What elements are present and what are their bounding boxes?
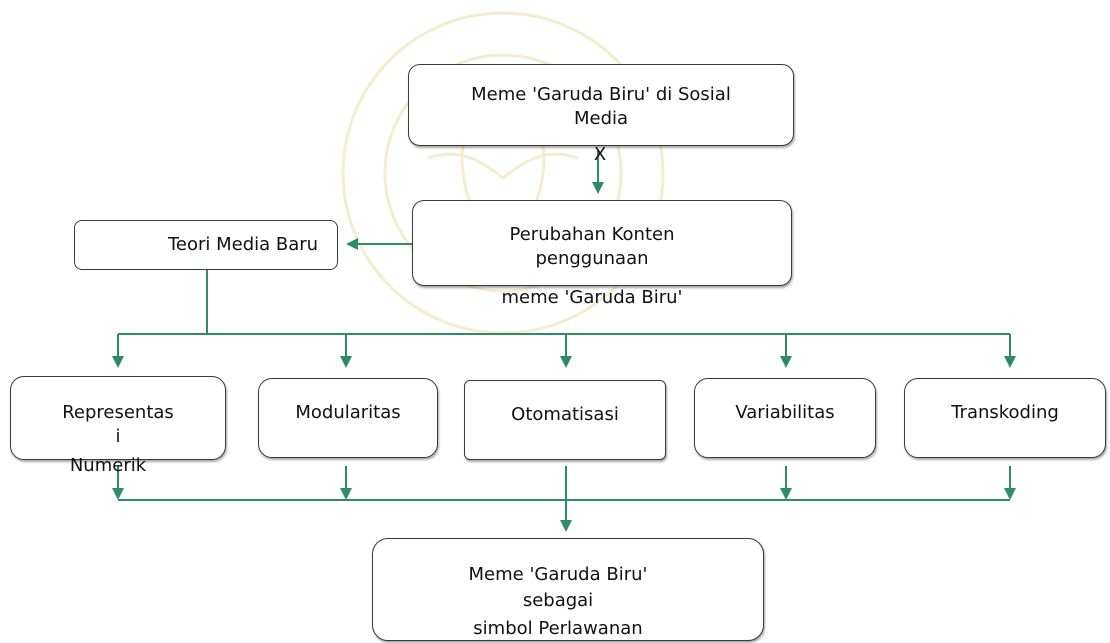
node-representasi-numerik-line2: i <box>115 426 121 447</box>
node-variabilitas-label: Variabilitas <box>735 402 835 423</box>
node-perubahan-konten-line3: meme 'Garuda Biru' <box>501 287 683 308</box>
node-perubahan-konten <box>412 200 792 286</box>
node-simbol-perlawanan-line1: Meme 'Garuda Biru' <box>468 564 648 585</box>
node-modularitas-label: Modularitas <box>295 402 401 423</box>
node-simbol-perlawanan-line2: sebagai <box>522 590 594 611</box>
node-meme-sosial-media-line2: Media <box>573 108 629 129</box>
node-variabilitas <box>694 378 876 458</box>
node-representasi-numerik <box>10 376 226 460</box>
node-meme-sosial-media-line1: Meme 'Garuda Biru' di Sosial <box>471 84 731 105</box>
node-representasi-numerik-line1: Representas <box>62 402 174 423</box>
node-perubahan-konten-line1: Perubahan Konten <box>509 224 675 245</box>
node-meme-sosial-media-tail: X <box>593 144 607 165</box>
node-transkoding <box>904 378 1106 458</box>
node-teori-media-baru-label: Teori Media Baru <box>167 234 319 255</box>
node-meme-sosial-media <box>408 64 794 146</box>
node-modularitas <box>258 378 438 458</box>
node-teori-media-baru <box>74 220 338 270</box>
node-perubahan-konten-line2: penggunaan <box>535 248 649 269</box>
node-simbol-perlawanan-line3: simbol Perlawanan <box>473 618 643 639</box>
node-simbol-perlawanan <box>372 538 764 641</box>
node-representasi-numerik-line3: Numerik <box>69 455 147 476</box>
node-transkoding-label: Transkoding <box>951 402 1059 423</box>
node-otomatisasi <box>464 380 666 460</box>
node-otomatisasi-label: Otomatisasi <box>511 404 619 425</box>
